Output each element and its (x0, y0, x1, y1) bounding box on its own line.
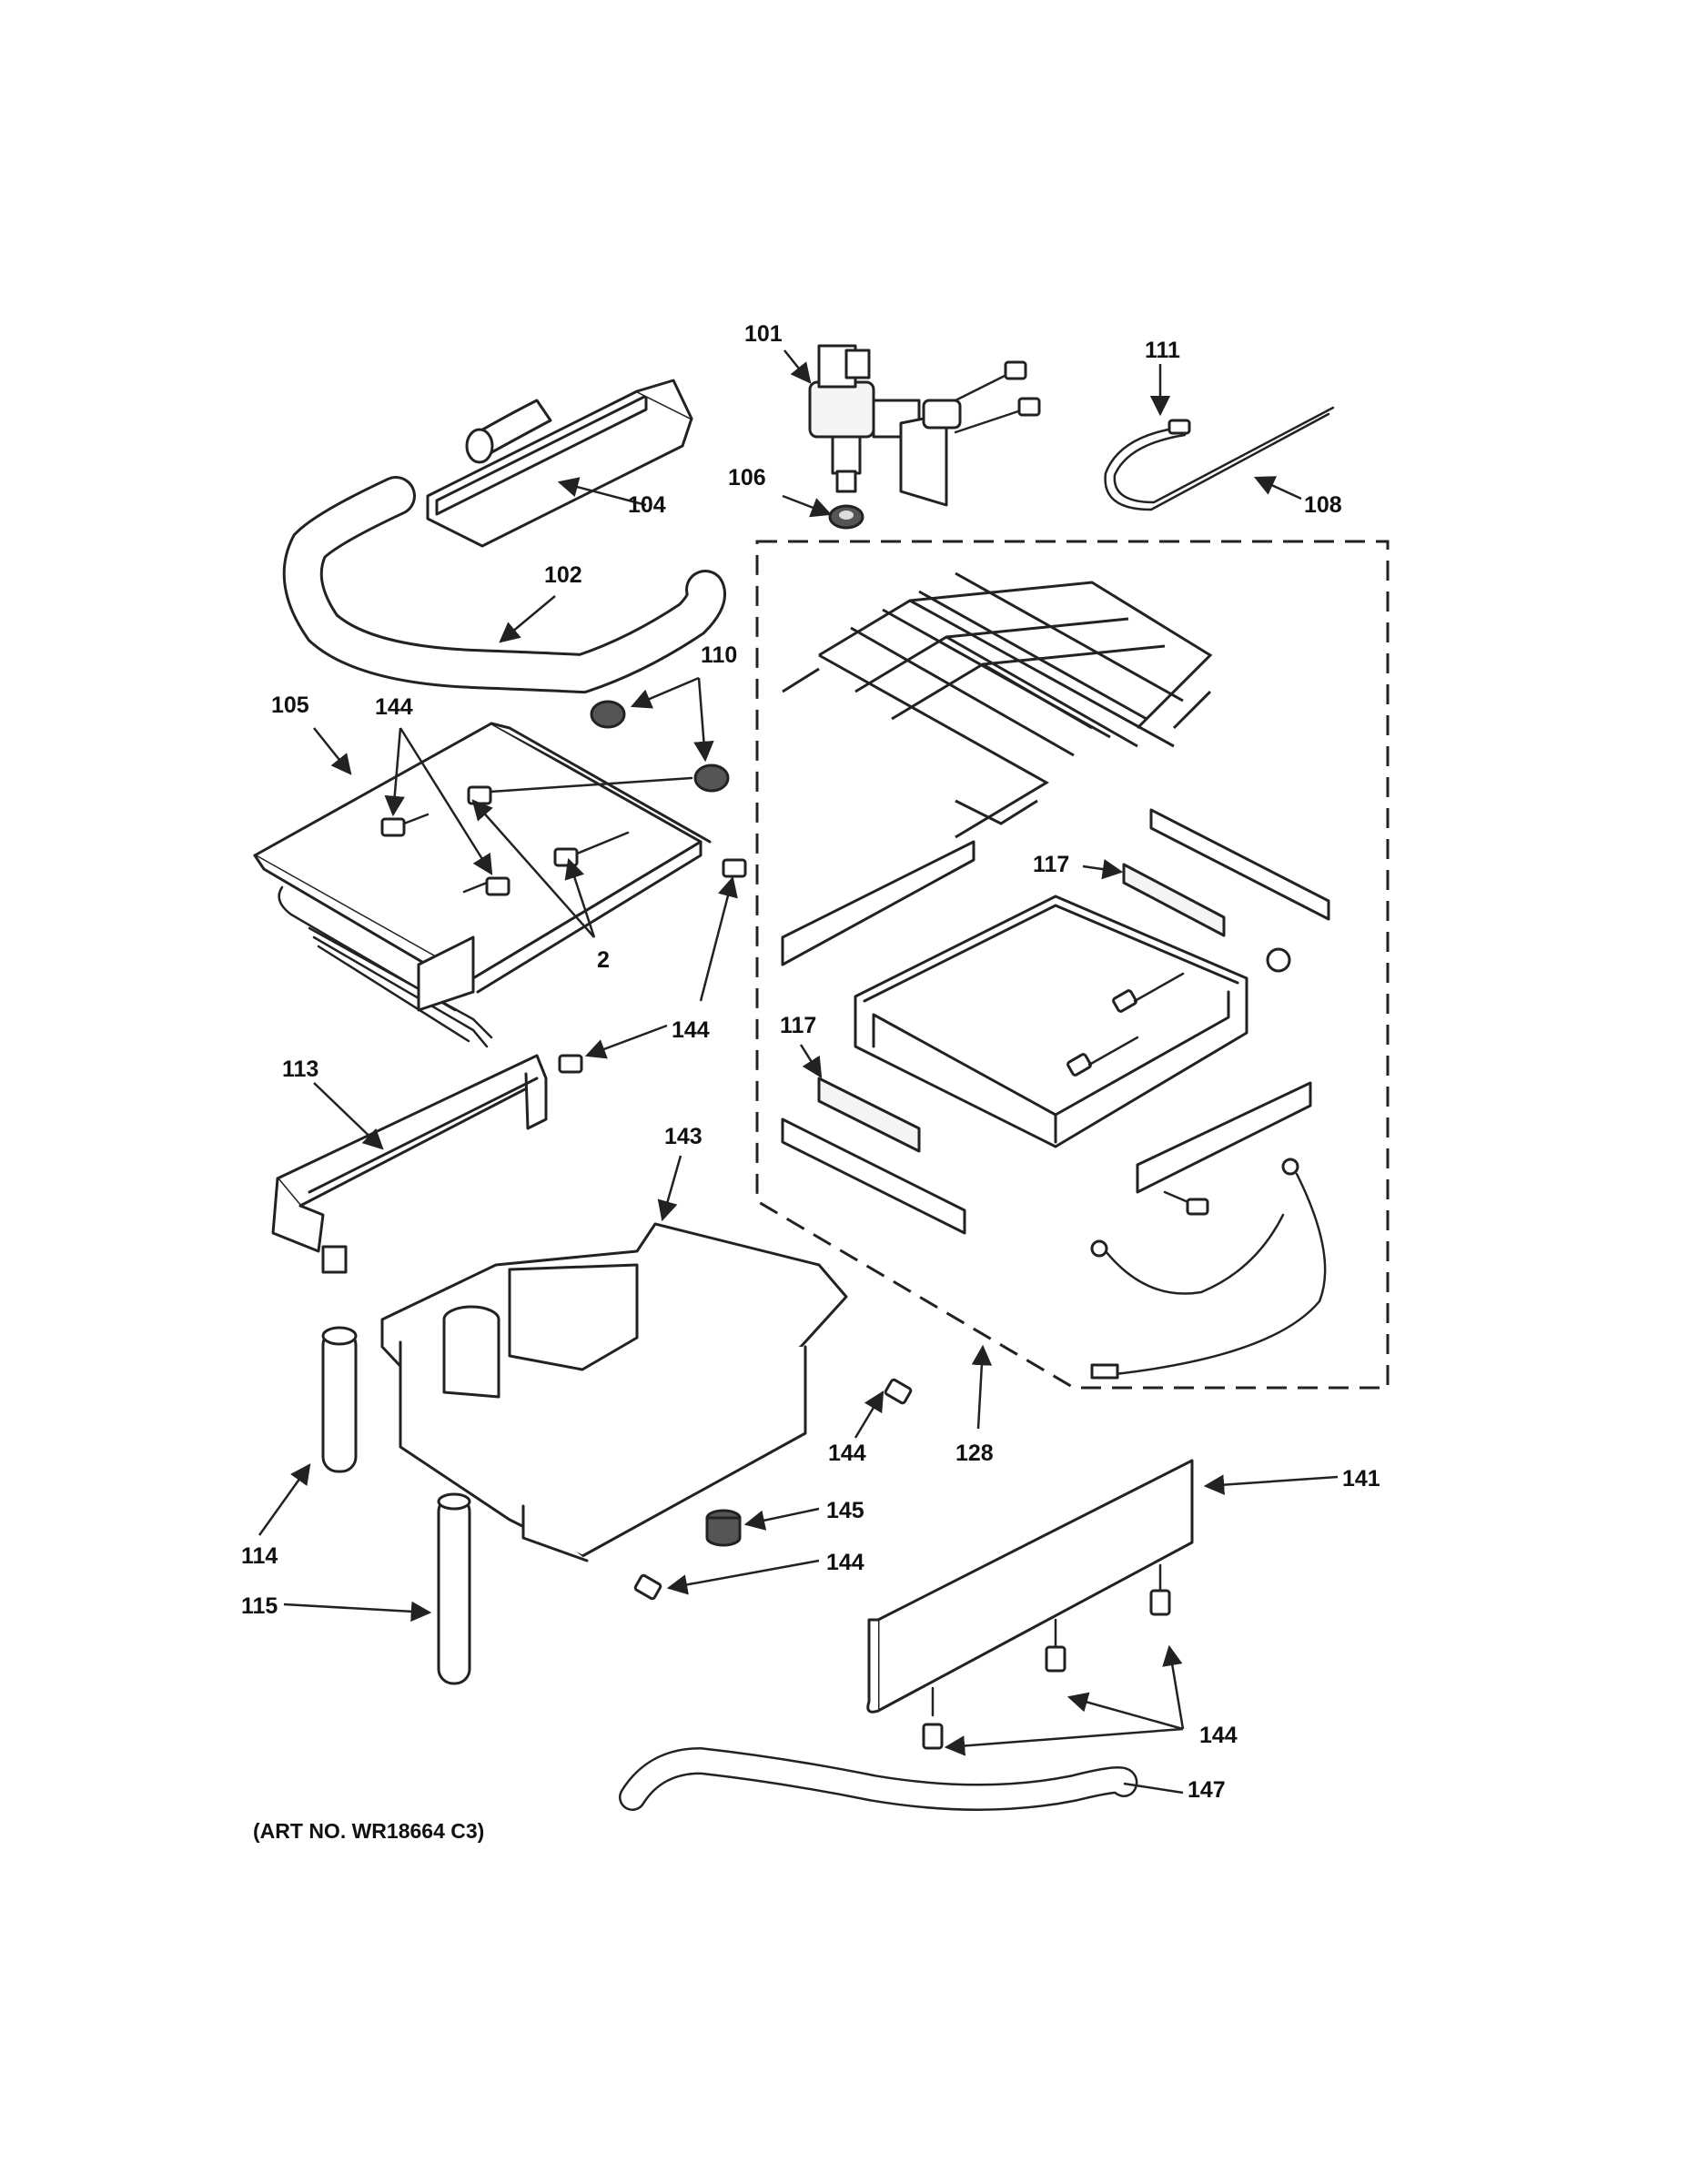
leader-lines (258, 349, 1339, 1795)
callout-144-d: 144 (826, 1550, 864, 1575)
spacer-part-117 (817, 863, 1226, 1153)
callout-105: 105 (271, 693, 309, 718)
grommet-part-110 (590, 700, 730, 793)
nut-part-106 (828, 504, 864, 530)
assembly-128-boundary (755, 540, 1390, 1390)
bin-screws (633, 1378, 913, 1601)
ice-chute-part-113 (271, 1054, 548, 1274)
callout-111: 111 (1145, 338, 1180, 363)
callout-143: 143 (664, 1124, 702, 1149)
callout-labels: 101 104 106 111 108 102 110 105 144 2 14… (241, 321, 1380, 1803)
callout-106: 106 (728, 465, 766, 490)
cover-panel-part-141 (866, 1459, 1194, 1714)
tube-part-114 (321, 1326, 358, 1473)
callout-101: 101 (744, 321, 783, 347)
heater-wire-part-108 (1104, 406, 1335, 511)
callout-2: 2 (597, 947, 610, 973)
callout-141: 141 (1342, 1466, 1380, 1491)
callout-147: 147 (1188, 1777, 1226, 1803)
fill-cup-part-104 (426, 379, 693, 548)
frame-screws (1066, 972, 1185, 1077)
foot-part-145 (705, 1509, 742, 1547)
cutter-grid (782, 571, 1213, 839)
water-valve-part-101 (808, 344, 962, 507)
cutter-frame (854, 895, 1291, 1148)
hose-part-147 (619, 1746, 1138, 1811)
callout-114: 114 (241, 1543, 278, 1569)
ice-bin-part-143 (380, 1222, 848, 1562)
callout-144-c: 144 (828, 1441, 866, 1466)
callout-110: 110 (701, 642, 737, 668)
callout-117-b: 117 (780, 1013, 816, 1038)
art-number: (ART NO. WR18664 C3) (253, 1819, 484, 1843)
callout-145: 145 (826, 1498, 864, 1523)
callout-144-a: 144 (375, 694, 413, 720)
callout-144-b: 144 (672, 1017, 710, 1043)
callout-113: 113 (282, 1057, 318, 1082)
callout-144-e: 144 (1199, 1723, 1238, 1748)
callout-108: 108 (1304, 492, 1342, 518)
callout-102: 102 (544, 562, 582, 588)
callout-117-a: 117 (1033, 852, 1069, 877)
valve-screws (954, 360, 1041, 434)
fill-tube-part-102 (282, 476, 726, 694)
tube-part-115 (437, 1492, 471, 1685)
wire-harness (1090, 1158, 1327, 1380)
callout-104: 104 (628, 492, 666, 518)
callout-115: 115 (241, 1593, 278, 1619)
side-rails (781, 808, 1330, 1235)
callout-128: 128 (955, 1441, 994, 1466)
panel-screws (922, 1563, 1171, 1750)
